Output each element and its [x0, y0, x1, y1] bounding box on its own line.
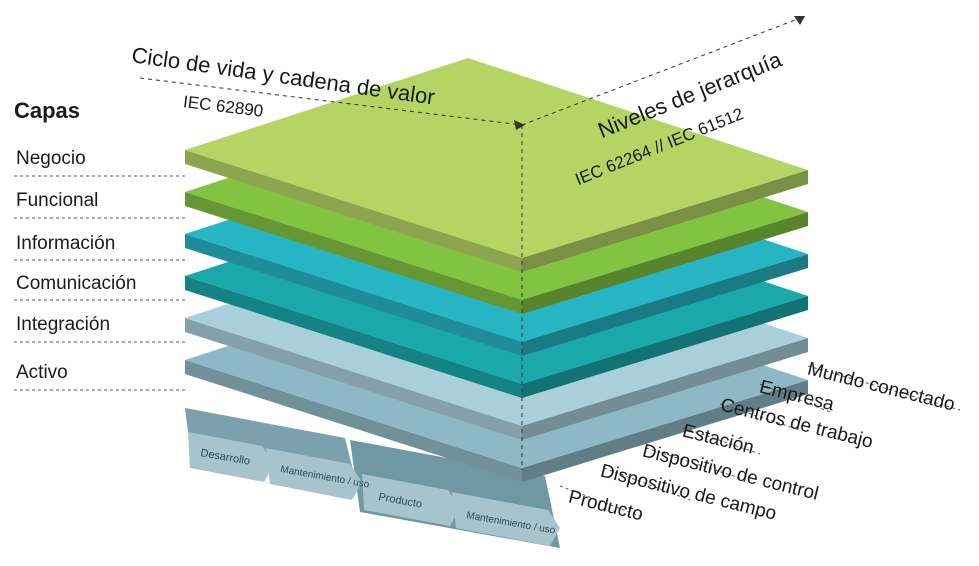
hier-leader-line — [719, 403, 801, 431]
instancia-step-producto — [362, 474, 460, 526]
layer-front-right-face — [522, 170, 808, 272]
tipo-step-desarrollo — [188, 432, 274, 482]
layer-top-face — [185, 58, 808, 258]
layer-front-left-face — [185, 360, 522, 482]
lifecycle-band: Desarrollo Mantenimiento / uso Tipo Prod… — [185, 408, 560, 548]
lifecycle-arrow-head — [514, 120, 525, 130]
hierarchy-axis — [521, 17, 801, 126]
tipo-label: Tipo — [257, 485, 280, 500]
layer-front-right-face — [522, 296, 808, 398]
layer-front-right-face — [522, 380, 808, 482]
hier-leader-line — [645, 447, 741, 479]
hier-leader-line — [759, 383, 831, 413]
layer-front-left-face — [185, 150, 522, 272]
layer-label-funcional: Funcional — [16, 190, 99, 211]
layers-title: Capas — [14, 98, 81, 123]
layer-front-right-face — [522, 338, 808, 440]
hier-leader-line — [807, 365, 961, 411]
hierarchy-leader-lines — [559, 365, 961, 517]
layer-label-negocio: Negocio — [16, 148, 86, 169]
hier-leader-line — [683, 427, 761, 455]
layer-front-left-face — [185, 276, 522, 398]
layer-label-activo: Activo — [16, 362, 68, 383]
layer-front-right-face — [522, 212, 808, 314]
lifecycle-axis — [139, 77, 523, 126]
instancia-label: Instancia — [419, 527, 465, 547]
layer-leader-lines — [14, 175, 186, 391]
axes — [139, 17, 801, 470]
layer-front-left-face — [185, 234, 522, 356]
layer-front-left-face — [185, 192, 522, 314]
instancia-step-mantenimiento — [452, 492, 560, 546]
layer-label-informacion: Información — [16, 233, 116, 254]
layers-stack — [185, 58, 808, 482]
tipo-step-mantenimiento — [266, 448, 362, 500]
hierarchy-arrow-head — [794, 16, 805, 25]
layer-negocio — [185, 58, 808, 272]
layer-front-left-face — [185, 318, 522, 440]
layer-front-right-face — [522, 254, 808, 356]
layer-label-comunicacion: Comunicación — [16, 273, 137, 294]
layer-label-integracion: Integración — [16, 314, 111, 335]
hier-leader-line — [559, 485, 641, 517]
